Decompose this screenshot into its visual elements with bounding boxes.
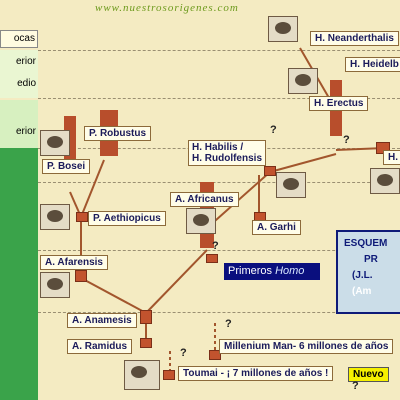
question-mark: ? xyxy=(180,347,187,359)
skull-image xyxy=(40,130,70,156)
panel-line-3: (J.L. xyxy=(352,270,373,281)
range-node xyxy=(264,166,276,176)
branch-line xyxy=(80,159,105,218)
label-millenium-man[interactable]: Millenium Man- 6 millones de años xyxy=(219,339,394,354)
skull-image xyxy=(370,168,400,194)
label-habilis-line1: H. Habilis / xyxy=(192,142,244,153)
question-mark: ? xyxy=(343,134,350,146)
question-mark: ? xyxy=(225,318,232,330)
new-badge: Nuevo xyxy=(348,367,389,382)
label-neanderthalis[interactable]: H. Neanderthalis xyxy=(310,31,399,46)
range-node xyxy=(140,338,152,348)
label-erectus[interactable]: H. Erectus xyxy=(309,96,369,111)
label-garhi[interactable]: A. Garhi xyxy=(252,220,301,235)
first-homo-text: Primeros xyxy=(228,265,273,277)
time-line xyxy=(38,98,400,99)
time-line xyxy=(38,250,400,251)
epoch-cell xyxy=(0,148,38,400)
epoch-cell: erior xyxy=(0,100,38,148)
range-node xyxy=(206,254,218,263)
label-aethiopicus[interactable]: P. Aethiopicus xyxy=(88,211,166,226)
skull-image xyxy=(40,204,70,230)
site-url[interactable]: www.nuestrosorigenes.com xyxy=(95,2,239,14)
label-bosei[interactable]: P. Bosei xyxy=(42,159,91,174)
question-mark: ? xyxy=(352,380,359,392)
branch-line xyxy=(80,277,147,314)
range-node xyxy=(76,212,88,222)
epoch-label: erior xyxy=(15,126,36,137)
scheme-panel[interactable]: ESQUEM PR (J.L. (Am xyxy=(336,230,400,314)
panel-line-4: (Am xyxy=(352,286,372,297)
time-line xyxy=(38,182,400,183)
label-robustus[interactable]: P. Robustus xyxy=(84,126,152,141)
epoch-cell: ocas xyxy=(0,30,38,48)
question-mark: ? xyxy=(270,124,277,136)
first-homo-italic: Homo xyxy=(275,265,305,277)
time-line xyxy=(38,312,400,313)
label-anamesis[interactable]: A. Anamesis xyxy=(67,313,137,328)
skull-image xyxy=(268,16,298,42)
skull-image xyxy=(124,360,160,390)
skull-image xyxy=(276,172,306,198)
epoch-column: ocas erior edio erior xyxy=(0,0,38,400)
label-habilis-line2: H. Rudolfensis xyxy=(192,153,263,164)
range-node xyxy=(209,350,221,360)
skull-image xyxy=(40,272,70,298)
epoch-label: ocas xyxy=(13,33,35,44)
branch-line xyxy=(269,153,337,173)
label-homo-cut[interactable]: H. xyxy=(383,150,400,165)
label-africanus[interactable]: A. Africanus xyxy=(170,192,239,207)
range-node xyxy=(163,370,175,380)
range-node xyxy=(140,310,152,324)
label-toumai[interactable]: Toumai - ¡ 7 millones de años ! xyxy=(178,366,334,381)
branch-line xyxy=(145,249,208,314)
label-heidelbergensis[interactable]: H. Heidelb xyxy=(345,57,400,72)
label-afarensis[interactable]: A. Afarensis xyxy=(40,255,108,270)
panel-line-1: ESQUEM xyxy=(344,238,388,249)
epoch-label: edio xyxy=(17,78,36,89)
label-ramidus[interactable]: A. Ramidus xyxy=(67,339,133,354)
range-node xyxy=(75,270,87,282)
skull-image xyxy=(288,68,318,94)
panel-line-2: PR xyxy=(364,254,378,265)
question-mark: ? xyxy=(212,240,219,252)
time-line xyxy=(38,50,400,51)
epoch-cell: erior edio xyxy=(0,50,38,98)
first-homo-badge: Primeros Homo xyxy=(224,263,320,280)
epoch-label: erior xyxy=(15,56,36,67)
label-habilis[interactable]: H. Habilis / H. Rudolfensis xyxy=(188,140,267,166)
skull-image xyxy=(186,208,216,234)
